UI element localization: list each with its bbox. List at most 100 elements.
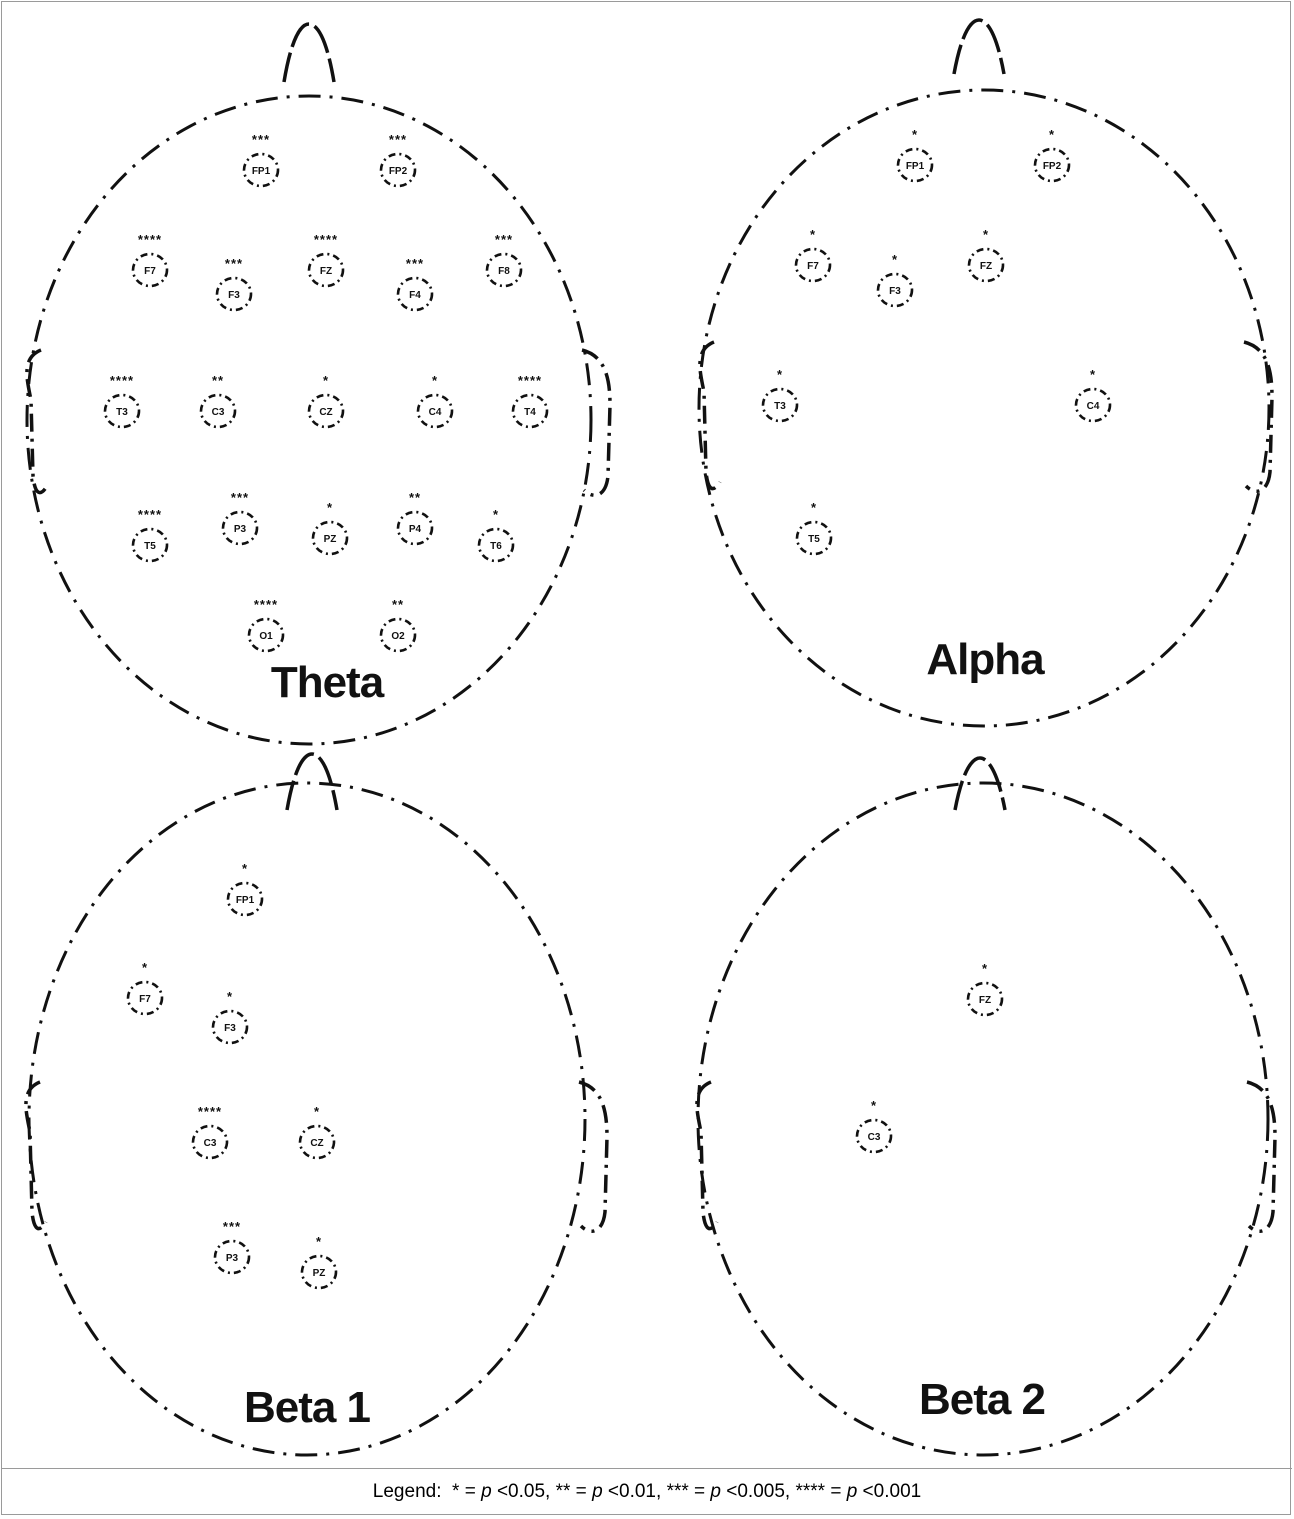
electrode-pz: *PZ (313, 500, 347, 554)
electrode-label: CZ (310, 1138, 323, 1149)
legend-equals: = (825, 1481, 847, 1502)
electrode-label: T5 (144, 541, 156, 552)
electrode-label: F3 (228, 290, 240, 301)
significance-stars: **** (198, 1104, 222, 1119)
electrode-f8: ***F8 (487, 232, 521, 286)
electrode-label: F7 (139, 994, 151, 1005)
band-label: Alpha (926, 635, 1045, 684)
significance-stars: **** (314, 232, 338, 247)
electrode-t6: * T6 (479, 507, 513, 561)
electrode-label: C3 (204, 1138, 217, 1149)
electrode-fz: *FZ (968, 961, 1002, 1015)
significance-stars: * (892, 252, 898, 267)
left-ear (26, 1082, 46, 1229)
legend-prefix: Legend: (373, 1481, 452, 1503)
electrode-f3: ***F3 (217, 256, 251, 310)
topographic-maps-svg: ***FP1***FP2****F7***F3****FZ***F4***F8*… (2, 2, 1292, 1467)
electrode-t4: **** T4 (513, 373, 547, 427)
significance-stars: ** (212, 373, 224, 388)
legend-stars: *** (667, 1481, 689, 1502)
electrode-label: T3 (774, 401, 786, 412)
significance-stars: * (983, 227, 989, 242)
significance-stars: *** (223, 1219, 241, 1234)
significance-stars: * (1090, 367, 1096, 382)
head-map-beta-1: *FP1*F7*F3****C3*CZ***P3*PZBeta 1 (26, 754, 607, 1455)
legend-p-symbol: p (481, 1481, 492, 1502)
significance-stars: **** (138, 507, 162, 522)
legend-equals: = (459, 1481, 481, 1502)
legend-item: ** = p <0.01 (556, 1481, 656, 1503)
electrode-fp1: *** FP1 (244, 132, 278, 186)
electrode-label: FP1 (252, 166, 271, 177)
electrode-t5: **** T5 (133, 507, 167, 561)
legend-separator: , (656, 1481, 667, 1503)
significance-stars: * (811, 500, 817, 515)
electrode-label: P3 (226, 1253, 239, 1264)
right-ear (579, 1082, 607, 1231)
significance-stars: *** (252, 132, 270, 147)
electrode-label: O2 (391, 631, 405, 642)
legend-separator: , (545, 1481, 556, 1503)
significance-stars: **** (138, 232, 162, 247)
electrode-label: P3 (234, 524, 247, 535)
band-label: Beta 1 (244, 1383, 371, 1432)
electrode-c3: **** C3 (193, 1104, 227, 1158)
head-map-beta-2: *FZ*C3Beta 2 (697, 758, 1275, 1455)
electrode-label: T3 (116, 407, 128, 418)
electrode-f4: ***F4 (398, 256, 432, 310)
electrode-label: F3 (224, 1023, 236, 1034)
electrode-c3: ** C3 (201, 373, 235, 427)
electrode-pz: *PZ (302, 1234, 336, 1288)
significance-stars: **** (254, 597, 278, 612)
electrode-label: F4 (409, 290, 421, 301)
head-map-theta: ***FP1***FP2****F7***F3****FZ***F4***F8*… (27, 24, 610, 744)
significance-stars: * (327, 500, 333, 515)
electrode-t3: ****T3 (105, 373, 139, 427)
electrode-label: T6 (490, 541, 502, 552)
head-outline (27, 96, 591, 744)
significance-stars: * (493, 507, 499, 522)
nose-shape (284, 24, 334, 82)
significance-stars: * (912, 127, 918, 142)
significance-stars: *** (389, 132, 407, 147)
electrode-label: FP1 (906, 161, 925, 172)
electrode-label: F8 (498, 266, 510, 277)
electrode-fz: ****FZ (309, 232, 343, 286)
legend-threshold: <0.001 (857, 1481, 921, 1502)
significance-stars: * (1049, 127, 1055, 142)
legend-p-symbol: p (592, 1481, 603, 1502)
electrode-label: F7 (807, 261, 819, 272)
significance-stars: * (982, 961, 988, 976)
legend-stars: ** (556, 1481, 571, 1502)
legend-item: * = p <0.05 (452, 1481, 545, 1503)
legend: Legend: * = p <0.05, ** = p <0.01, *** =… (2, 1468, 1292, 1514)
significance-stars: * (242, 861, 248, 876)
significance-stars: **** (518, 373, 542, 388)
electrode-label: FP2 (1043, 161, 1062, 172)
electrode-o2: ** O2 (381, 597, 415, 651)
significance-stars: ** (392, 597, 404, 612)
electrode-fz: * FZ (969, 227, 1003, 281)
electrode-label: T5 (808, 534, 820, 545)
significance-stars: * (432, 373, 438, 388)
electrode-t5: * T5 (797, 500, 831, 554)
electrode-o1: ****O1 (249, 597, 283, 651)
electrode-label: T4 (524, 407, 536, 418)
electrode-label: C3 (212, 407, 225, 418)
electrode-label: F3 (889, 286, 901, 297)
head-outline (698, 783, 1268, 1455)
electrode-p3: *** P3 (215, 1219, 249, 1273)
significance-stars: * (314, 1104, 320, 1119)
legend-threshold: <0.01 (603, 1481, 656, 1502)
topographic-maps-area: ***FP1***FP2****F7***F3****FZ***F4***F8*… (2, 2, 1292, 1467)
band-label: Beta 2 (919, 1375, 1045, 1424)
nose-shape (287, 754, 337, 810)
electrode-cz: * CZ (300, 1104, 334, 1158)
significance-stars: *** (231, 490, 249, 505)
electrode-label: FZ (980, 261, 992, 272)
electrode-p3: *** P3 (223, 490, 257, 544)
electrode-f3: * F3 (878, 252, 912, 306)
electrode-label: FP1 (236, 895, 255, 906)
